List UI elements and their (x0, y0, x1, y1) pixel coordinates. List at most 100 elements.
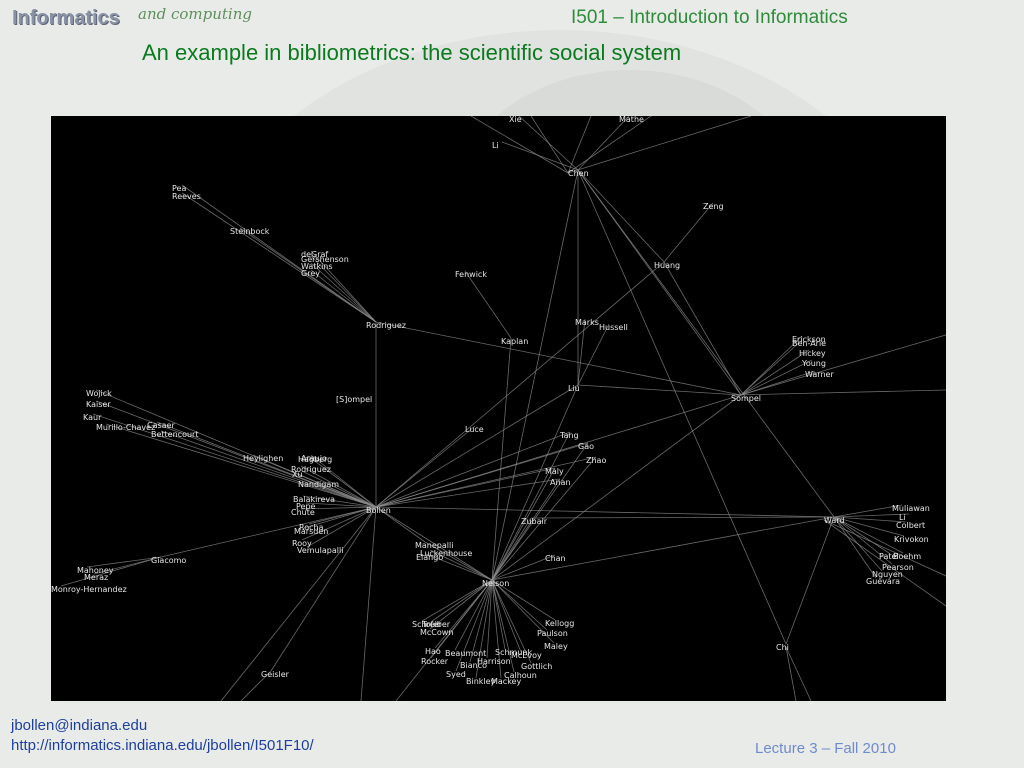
course-title: I501 – Introduction to Informatics (571, 7, 848, 28)
network-edge (454, 579, 493, 651)
network-node-label: Zubair (521, 517, 548, 526)
network-edge (300, 506, 377, 510)
network-edge (833, 516, 877, 579)
network-edge (491, 516, 835, 581)
network-node-label: Rooy (292, 539, 312, 548)
network-node-label: Chen (568, 169, 589, 178)
network-edge (530, 116, 569, 174)
network-edge (577, 169, 787, 645)
network-node-label: Hickey (799, 349, 826, 358)
network-edge (567, 116, 652, 174)
network-edge (307, 455, 377, 508)
network-edge (491, 456, 597, 581)
network-node-label: Muliawan (892, 504, 930, 513)
network-edge (663, 202, 714, 263)
network-edge (470, 116, 569, 174)
network-node-label: Pepe (296, 502, 316, 511)
network-node-label: Nandigam (298, 480, 339, 489)
network-edge (105, 423, 377, 508)
network-node-label: Ward (824, 516, 845, 525)
network-edge (518, 116, 579, 171)
network-edge (833, 516, 890, 554)
network-edge (740, 349, 810, 396)
network-node-label: Zhao (586, 456, 606, 465)
network-node-label: Young (801, 359, 826, 368)
network-edge (833, 516, 883, 572)
network-edge (434, 579, 493, 649)
network-edge (301, 470, 377, 508)
network-node-label: Geisler (261, 670, 290, 679)
network-edge (160, 430, 377, 508)
network-node-label: Liu (568, 384, 580, 393)
network-node-label: Mathe (619, 116, 644, 124)
network-edge (491, 579, 506, 650)
network-edge (86, 556, 162, 568)
network-node-label: Nguyen (872, 570, 903, 579)
network-node-label: Luce (465, 425, 484, 434)
network-edge (491, 169, 579, 581)
network-node-label: Chi (776, 643, 789, 652)
footer-url-link[interactable]: http://informatics.indiana.edu/jbollen/I… (11, 737, 314, 754)
network-node-label: McCown (420, 628, 453, 637)
network-node-label: Xie (509, 116, 522, 124)
footer-contact: jbollen@indiana.edu http://informatics.i… (11, 716, 314, 756)
network-edge (375, 321, 742, 396)
footer-email-link[interactable]: jbollen@indiana.edu (11, 717, 148, 734)
network-edge (530, 516, 835, 519)
network-node-label: Sompel (731, 394, 761, 403)
network-node-label: Schmunk (495, 648, 532, 657)
network-edge (252, 454, 377, 508)
network-node-label: Giacomo (151, 556, 186, 565)
network-edge (785, 516, 835, 645)
network-node-label: Chan (545, 554, 566, 563)
network-edge (307, 480, 377, 508)
network-node-label: Wojick (86, 389, 112, 398)
network-edge (491, 579, 515, 673)
network-edge (469, 579, 493, 663)
network-node-label: Watkins (301, 262, 333, 271)
network-node-label: Fenwick (455, 270, 487, 279)
network-node-label: [S]ompel (336, 395, 372, 404)
network-edge (360, 506, 377, 701)
network-edge (375, 478, 561, 508)
network-node-label: Gao (578, 442, 594, 451)
network-node-label: Binkley (466, 677, 496, 686)
network-edge (491, 478, 561, 581)
network-node-label: Luckenhouse (420, 549, 472, 558)
network-node-label: Bianco (460, 661, 487, 670)
network-edge (740, 335, 803, 396)
network-edge (375, 467, 556, 508)
network-edge (491, 579, 532, 664)
network-node-label: Rocha (299, 523, 324, 532)
network-edge (491, 467, 556, 581)
network-edge (577, 323, 610, 386)
network-edge (310, 454, 377, 508)
network-node-label: Guevara (866, 577, 900, 586)
network-edge (375, 425, 476, 508)
network-node-label: Casaer (147, 421, 175, 430)
network-node-label: Colbert (896, 521, 925, 530)
network-node-label: McEvoy (511, 651, 542, 660)
network-node-label: Kaplan (501, 337, 528, 346)
network-node-label: Xu (292, 470, 303, 479)
slide-title: An example in bibliometrics: the scienti… (142, 40, 682, 65)
network-edge (491, 579, 548, 631)
network-edge (375, 442, 589, 508)
network-edge (833, 516, 905, 537)
network-node-label: Boehm (893, 552, 921, 561)
network-node-label: Elango (416, 553, 443, 562)
network-edge (310, 262, 377, 323)
network-edge (431, 579, 493, 622)
network-edge (491, 579, 556, 621)
network-edge (486, 579, 493, 659)
network-edge (430, 579, 493, 659)
network-node-label: Monroy-Hernandez (51, 585, 127, 594)
network-edge (833, 504, 903, 518)
network-node-label: Gottlich (521, 662, 552, 671)
network-edge (475, 579, 493, 679)
network-edge (375, 384, 579, 508)
network-edges (60, 116, 946, 701)
network-edge (491, 579, 555, 644)
network-edge (785, 646, 797, 701)
